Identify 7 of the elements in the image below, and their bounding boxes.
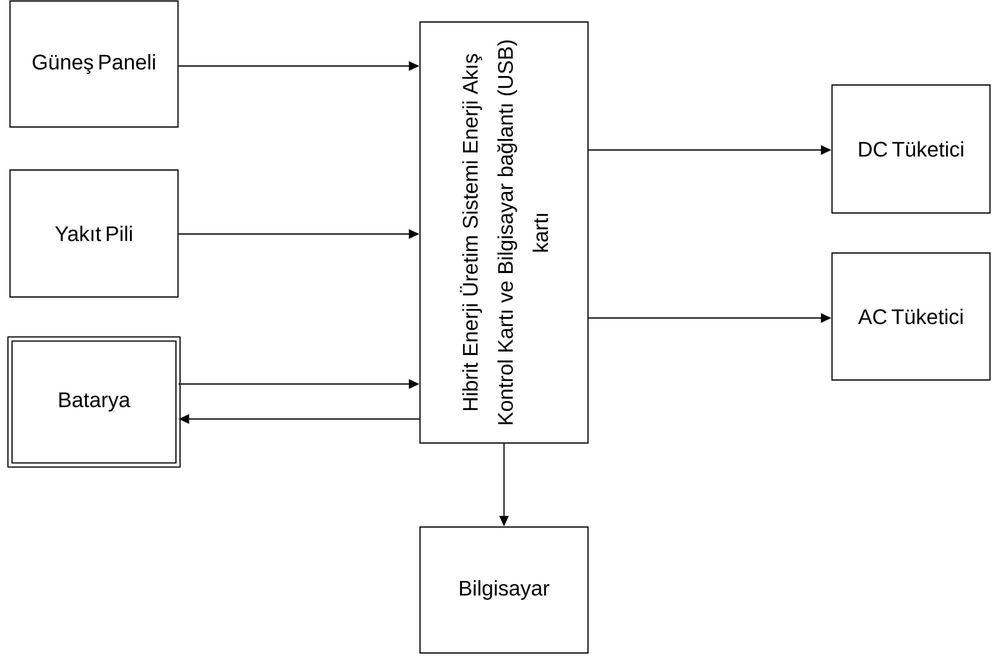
process-box: Güneş Paneli — [9, 0, 179, 128]
process-box: DC Tüketici — [831, 84, 991, 214]
process-box: AC Tüketici — [831, 252, 991, 381]
process-box: Bilgisayar — [419, 526, 589, 654]
storage-box: Batarya — [7, 336, 181, 468]
controller-box: Hibrit Enerji Üretim Sistemi Enerji Akış Kontrol Kartı ve Bilgisayar bağlantı (USB) kartı — [419, 21, 589, 444]
process-box: Yakıt Pili — [9, 169, 179, 298]
